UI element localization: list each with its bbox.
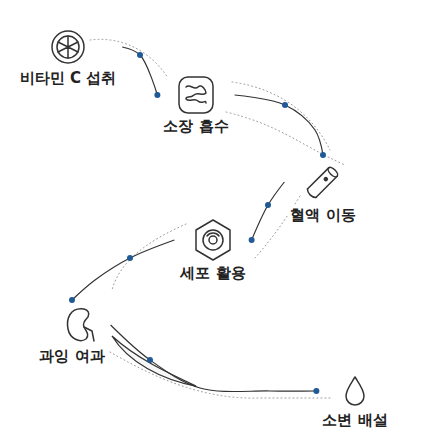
icon-space <box>178 217 247 263</box>
connector-dot <box>249 237 255 243</box>
intestine-icon <box>179 77 213 113</box>
blood-vessel-icon <box>306 166 339 199</box>
dotted-trail <box>226 112 345 165</box>
step-node: 세포 활용 <box>174 213 251 286</box>
swoosh-shape <box>112 336 196 386</box>
step-node: 과잉 여과 <box>33 300 110 369</box>
connector-dot <box>265 202 271 208</box>
dotted-trail <box>112 224 186 290</box>
step-label: 소장 흡수 <box>161 117 230 135</box>
icon-space <box>288 159 357 205</box>
connector-dot <box>313 388 319 394</box>
flow-connector <box>122 47 157 95</box>
connector-dot <box>127 255 133 261</box>
icon-space <box>320 372 389 410</box>
step-label: 혈액 이동 <box>288 206 357 224</box>
cell-icon <box>196 220 230 260</box>
connector-dot <box>282 102 288 108</box>
step-label: 과잉 여과 <box>37 347 106 365</box>
step-label: 소변 배설 <box>320 411 389 429</box>
step-label: 비타민 C 섭취 <box>18 69 118 87</box>
orange-icon <box>52 31 84 63</box>
icon-space <box>161 74 230 116</box>
step-node: 혈액 이동 <box>284 155 361 228</box>
step-node: 소변 배설 <box>316 368 393 433</box>
connector-dot <box>147 357 153 363</box>
icon-space <box>18 26 118 68</box>
water-drop-icon <box>346 377 364 405</box>
icon-space <box>37 304 106 346</box>
step-label: 세포 활용 <box>178 264 247 282</box>
flow-connector <box>72 240 174 300</box>
flow-connector <box>252 182 285 240</box>
flow-connector <box>111 325 317 392</box>
flow-connector <box>235 95 323 155</box>
step-node: 소장 흡수 <box>157 70 234 139</box>
connector-dot <box>137 52 143 58</box>
connector-dot <box>320 152 326 158</box>
connector-dot <box>154 92 160 98</box>
kidney-icon <box>68 309 94 341</box>
dotted-trail <box>232 82 330 150</box>
connector-dot <box>69 297 75 303</box>
step-node: 비타민 C 섭취 <box>14 22 122 91</box>
